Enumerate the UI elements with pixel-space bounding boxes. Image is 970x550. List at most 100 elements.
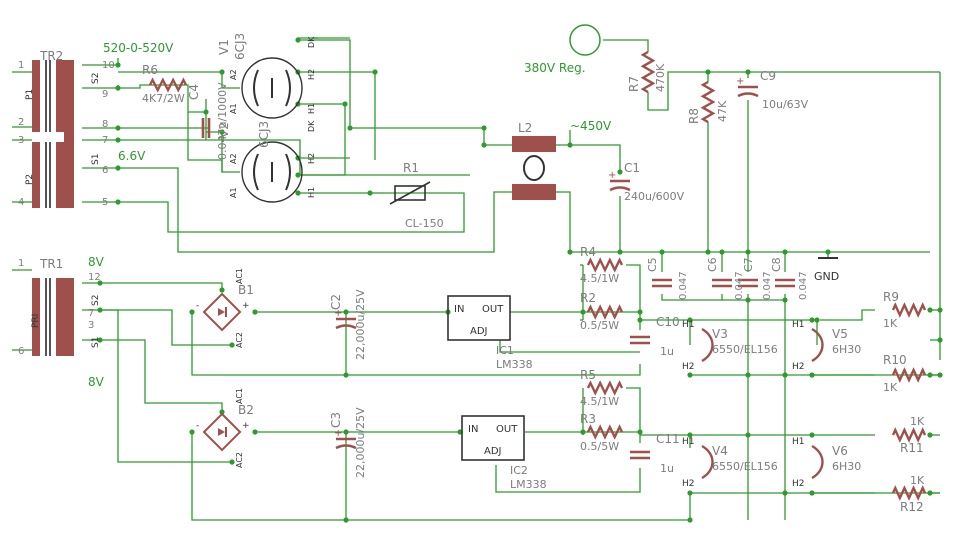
junction-dot: [481, 142, 487, 148]
wire: [187, 112, 223, 172]
junction-dot: [252, 309, 258, 315]
junction-dot: [637, 429, 643, 435]
junction-dot: [203, 109, 209, 115]
junction-dot: [937, 307, 943, 313]
junction-dot: [97, 307, 103, 313]
resistor-value: 1K: [910, 474, 925, 487]
junction-dot: [637, 317, 643, 323]
junction-dot: [343, 429, 349, 435]
junction-dot: [637, 309, 643, 315]
wire: [499, 340, 640, 353]
thermistor-slash: [389, 181, 431, 205]
tube-pin: H2: [682, 479, 695, 489]
capacitor-ref: C2: [329, 294, 343, 310]
tr2-pin: 6: [102, 165, 108, 176]
junction-dot: [809, 432, 815, 438]
tr1-winding: S1: [91, 337, 101, 348]
junction-dot: [295, 172, 301, 178]
tube-ref: V6: [832, 444, 848, 458]
capacitor-ref: C8: [770, 257, 783, 272]
tube-ref: V1: [217, 39, 231, 55]
resistor-symbol: [586, 380, 624, 396]
capacitor-value: 1u: [660, 462, 674, 475]
choke-winding: [512, 136, 556, 152]
tube-pin: H2: [682, 362, 695, 372]
tube-pin: H1: [307, 187, 316, 198]
regulator-pin: ADJ: [484, 446, 502, 457]
junction-dot: [782, 490, 788, 496]
junction-dot: [617, 249, 623, 255]
regulator-pin: OUT: [496, 424, 518, 435]
tube-envelope: [241, 57, 303, 119]
regulator-type: LM338: [510, 478, 547, 491]
bridge-pin: +: [242, 301, 250, 311]
resistor-symbol: [891, 367, 927, 383]
junction-dot: [342, 101, 348, 107]
tr2-pin: 2: [18, 117, 24, 128]
junction-dot: [229, 459, 235, 465]
regulator-pin: OUT: [482, 304, 504, 315]
net-label: 520-0-520V: [103, 41, 174, 55]
tube-pin: A2: [229, 153, 238, 164]
tube-cathode: [285, 69, 291, 107]
bridge-outline: [202, 292, 242, 332]
tube-anode: [253, 69, 259, 107]
junction-dot: [687, 490, 693, 496]
junction-dot: [719, 249, 725, 255]
resistor-ref: R6: [142, 63, 158, 77]
wire: [118, 84, 222, 133]
tr2-pin: 4: [18, 197, 24, 208]
capacitor-value: 22,000u/25V: [354, 407, 367, 478]
wire: [118, 192, 465, 233]
junction-dot: [97, 337, 103, 343]
resistor-ref: R12: [900, 500, 924, 514]
junction-dot: [687, 432, 693, 438]
junction-dot: [229, 342, 235, 348]
tube-pin: H2: [307, 69, 316, 80]
diode-symbol: [218, 308, 225, 316]
junction-dot: [115, 199, 121, 205]
resistor-value: 4.5/1W: [580, 272, 619, 285]
tube-anode: [253, 153, 259, 191]
wire: [570, 144, 621, 172]
junction-dot: [115, 85, 121, 91]
winding-block: [32, 278, 40, 356]
junction-dot: [927, 307, 933, 313]
wire: [191, 312, 641, 376]
capacitor-ref: C9: [760, 69, 776, 83]
junction-dot: [782, 249, 788, 255]
tube-pin: H2: [792, 362, 805, 372]
tube-pin: H2: [792, 479, 805, 489]
junction-dot: [705, 69, 711, 75]
bridge-ref: B1: [238, 283, 254, 297]
bridge-pin: -: [196, 301, 199, 311]
bridge-pin: AC1: [235, 388, 244, 404]
tube-ref: V3: [712, 327, 728, 341]
junction-dot: [705, 249, 711, 255]
junction-dot: [927, 432, 933, 438]
junction-dot: [343, 372, 349, 378]
diode-symbol: [218, 428, 225, 436]
tube-ref: V5: [832, 327, 848, 341]
bridge-pin: AC1: [235, 268, 244, 284]
polarity-mark: +: [736, 76, 744, 87]
tube-envelope: [241, 141, 303, 203]
tr1-pin: 1: [18, 258, 24, 269]
polarity-mark: +: [334, 308, 342, 319]
resistor-value: 1K: [883, 381, 898, 394]
bridge-pin: +: [242, 421, 250, 431]
junction-dot: [97, 280, 103, 286]
resistor-ref: R3: [580, 412, 596, 426]
tube-ref: V2: [217, 122, 231, 138]
junction-dot: [219, 287, 225, 293]
bridge-pin: -: [196, 421, 199, 431]
capacitor-ref: C5: [646, 257, 659, 272]
junction-dot: [567, 249, 573, 255]
net-label: GND: [814, 270, 839, 283]
winding-block: [56, 278, 64, 356]
tube-type: 6CJ3: [257, 121, 271, 148]
regulator-ref: IC2: [510, 464, 528, 477]
wire: [603, 39, 649, 52]
capacitor-ref: C4: [187, 84, 201, 100]
wire: [298, 39, 351, 128]
